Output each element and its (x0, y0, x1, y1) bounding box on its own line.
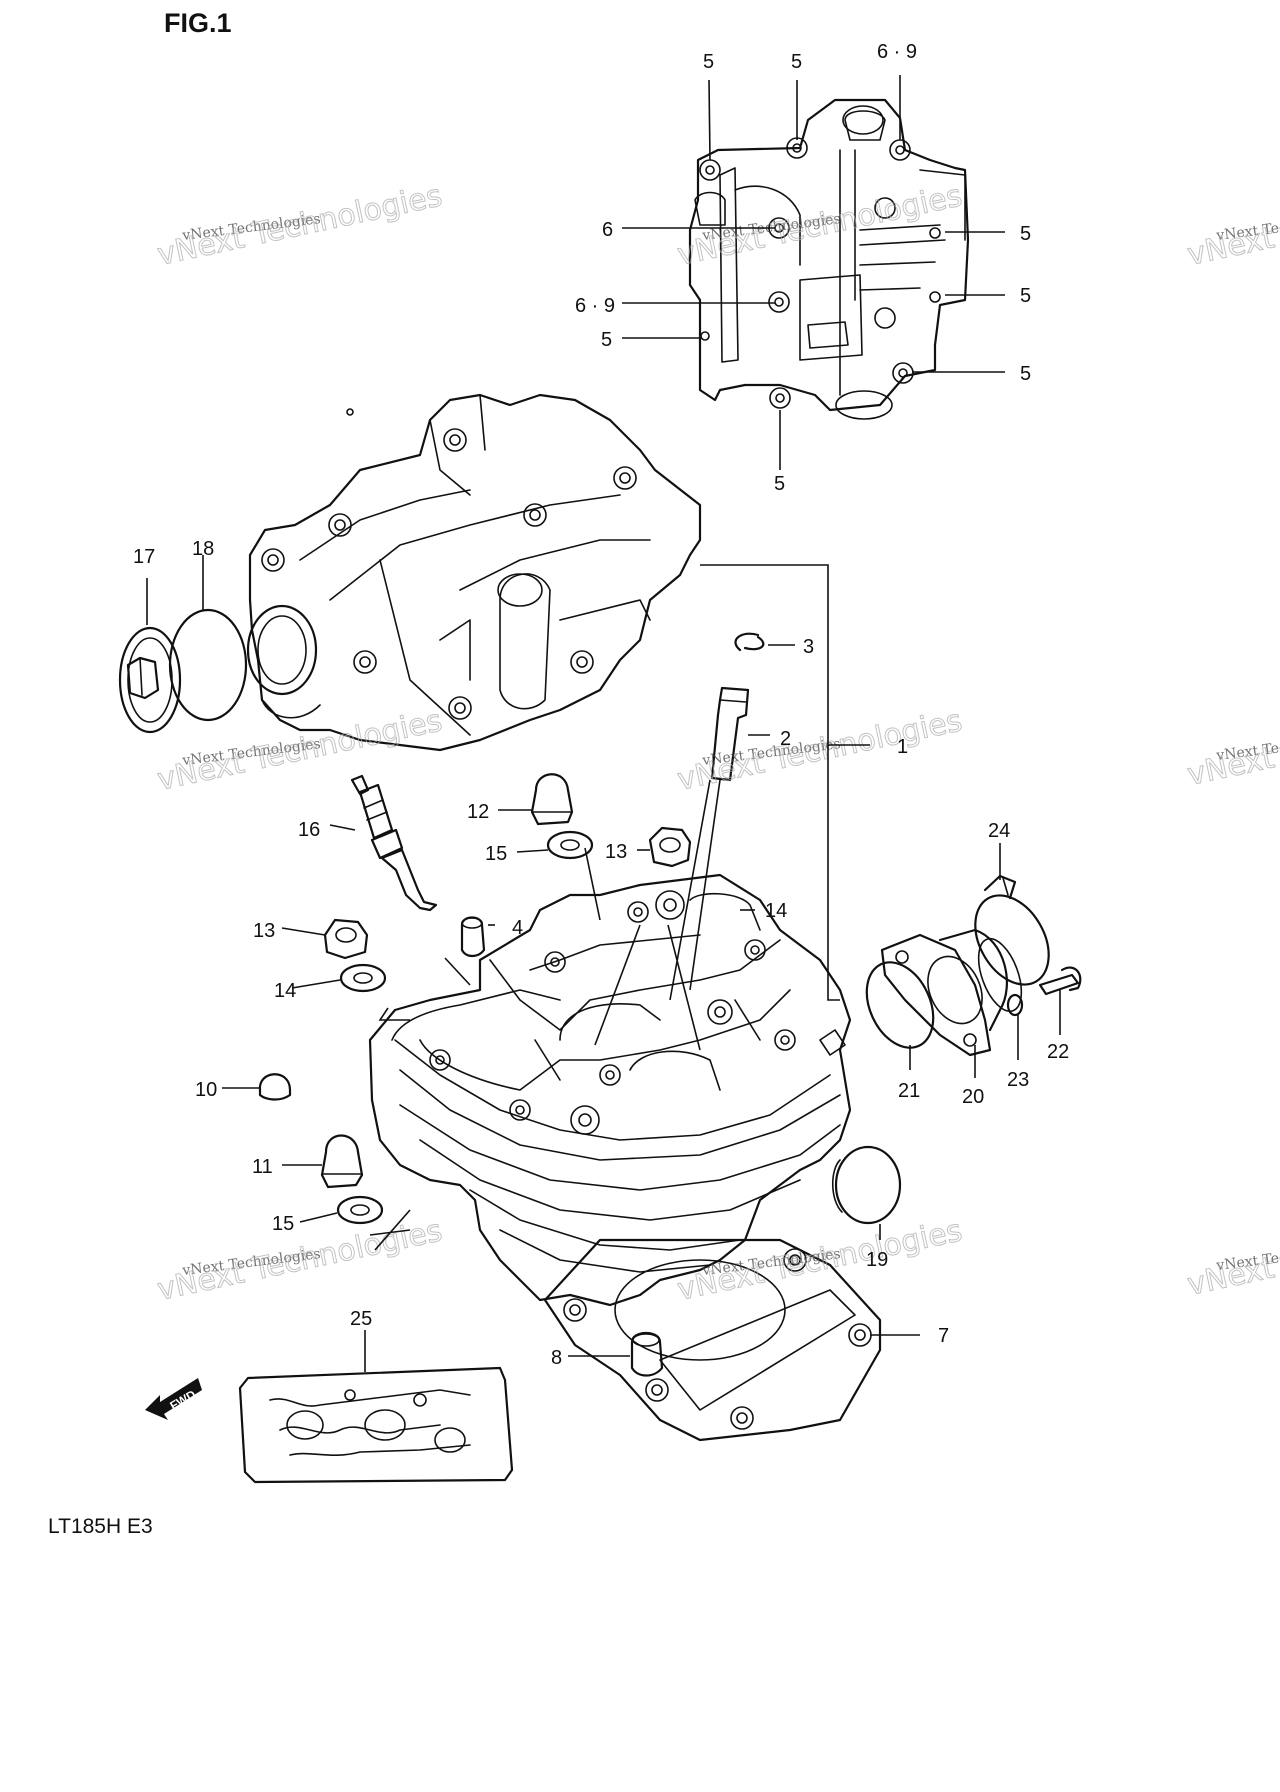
callout-5: 5 (1020, 285, 1031, 307)
gasket-set (238, 1366, 514, 1484)
callout-16: 16 (298, 819, 320, 841)
washer-23 (1006, 993, 1024, 1017)
nut-13-upper (648, 826, 692, 868)
callout-3: 3 (803, 636, 814, 658)
model-code: LT185H E3 (48, 1515, 153, 1538)
callout-10: 10 (195, 1079, 217, 1101)
plug-19 (831, 1145, 902, 1225)
callout-14: 14 (765, 900, 787, 922)
callout-1: 1 (897, 736, 908, 758)
callout-14: 14 (274, 980, 296, 1002)
callout-23: 23 (1007, 1069, 1029, 1091)
dowel-pin-4 (460, 916, 486, 958)
washer-15-upper (546, 830, 594, 860)
oil-filler-cap (118, 626, 182, 734)
callout-6-9: 6 · 9 (575, 295, 615, 317)
cylinder-head-gasket (543, 1238, 882, 1442)
nut-13-left (323, 918, 369, 960)
callout-13: 13 (253, 920, 275, 942)
callout-17: 17 (133, 546, 155, 568)
washer-15-lower (336, 1195, 384, 1225)
valve-guide (710, 686, 750, 782)
callout-8: 8 (551, 1347, 562, 1369)
callout-5: 5 (703, 51, 714, 73)
callout-20: 20 (962, 1086, 984, 1108)
head-cover-underside (688, 98, 970, 420)
callout-5: 5 (791, 51, 802, 73)
figure-title: FIG.1 (164, 8, 232, 38)
callout-numbers: 5 5 6 · 9 6 5 5 6 · 9 5 5 5 17 18 3 2 1 … (133, 41, 1069, 1369)
plug-10 (258, 1073, 292, 1101)
o-ring-21 (865, 961, 935, 1049)
intake-clamp (974, 874, 1050, 986)
intake-pipe (880, 928, 1023, 1057)
forward-arrow-icon: FWD (145, 1378, 202, 1420)
callout-6: 6 (602, 219, 613, 241)
callout-4: 4 (512, 917, 523, 939)
callout-19: 19 (866, 1249, 888, 1271)
callout-24: 24 (988, 820, 1010, 842)
leader-lines (146, 75, 1061, 1372)
cylinder-head-cover (246, 393, 702, 752)
callout-15: 15 (272, 1213, 294, 1235)
callout-7: 7 (938, 1325, 949, 1347)
screw-22 (1038, 966, 1082, 996)
cylinder-head (368, 873, 852, 1307)
callout-18: 18 (192, 538, 214, 560)
callout-11: 11 (252, 1156, 273, 1178)
callout-2: 2 (780, 728, 791, 750)
washer-14-left (339, 963, 387, 993)
callout-6-9: 6 · 9 (877, 41, 917, 63)
spark-plug (350, 774, 438, 912)
callout-13: 13 (605, 841, 627, 863)
callout-22: 22 (1047, 1041, 1069, 1063)
callout-5: 5 (601, 329, 612, 351)
callout-25: 25 (350, 1308, 372, 1330)
cap-nut-11 (320, 1134, 364, 1189)
watermarks: vNext Technologies vNext Technologies vN… (154, 178, 1280, 1309)
circlip (734, 632, 765, 652)
o-ring (168, 608, 248, 722)
callout-12: 12 (467, 801, 489, 823)
callout-5: 5 (1020, 363, 1031, 385)
cap-nut-12 (530, 773, 574, 826)
dowel-pin-8 (630, 1331, 664, 1377)
callout-5: 5 (774, 473, 785, 495)
callout-5: 5 (1020, 223, 1031, 245)
callout-21: 21 (898, 1080, 920, 1102)
callout-15: 15 (485, 843, 507, 865)
